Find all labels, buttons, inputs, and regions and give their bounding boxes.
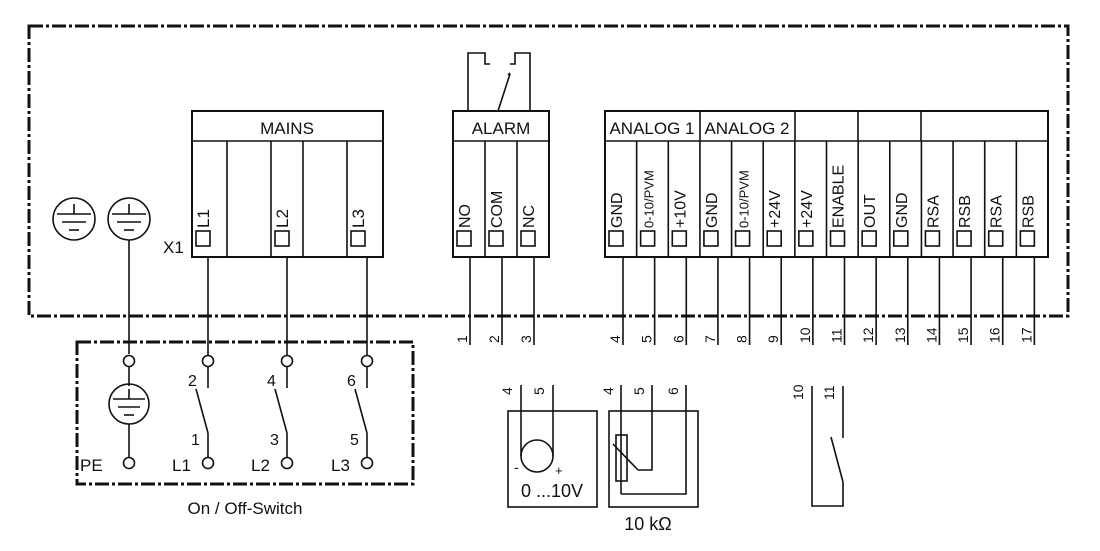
terminal-number: 7	[702, 335, 718, 343]
control-terminal-7-label: GND	[704, 192, 721, 228]
pe-label: PE	[80, 456, 103, 475]
control-terminal-16-square	[987, 230, 1004, 247]
alarm-relay-contact	[467, 52, 531, 112]
control-terminal-9-label: +24V	[767, 190, 784, 228]
switch-pole-l2: 4 3L2	[251, 354, 294, 475]
vs-pin-5: 5	[531, 387, 547, 395]
switch-bottom-pin: 1	[191, 432, 200, 449]
connector-label: X1	[163, 238, 184, 257]
alarm-terminal-no-square	[456, 230, 472, 247]
pot-pin-6: 6	[665, 387, 681, 395]
terminal-number: 3	[518, 335, 534, 343]
control-terminal-12-square	[861, 230, 877, 247]
switch-top-pin: 2	[188, 373, 197, 390]
terminal-number: 14	[923, 327, 939, 343]
on-off-switch-outline	[75, 340, 415, 486]
control-terminal-6-square	[671, 230, 688, 247]
vs-minus: -	[514, 459, 519, 475]
control-terminal-15-label: RSB	[957, 195, 974, 228]
potentiometer-diagram	[608, 385, 699, 508]
alarm-terminal-com-label: COM	[489, 191, 506, 228]
control-terminal-5-square	[639, 230, 656, 247]
terminal-number: 4	[607, 335, 623, 343]
control-terminal-7-square	[703, 230, 719, 247]
terminal-number: 11	[829, 328, 845, 343]
enable-pin-10: 10	[790, 384, 806, 400]
switch-pole-l1: 2 1L1	[172, 354, 215, 475]
control-terminal-15-square	[956, 230, 972, 247]
alarm-terminal-nc-square	[520, 230, 536, 247]
terminal-number: 2	[486, 335, 502, 343]
control-terminal-12-label: OUT	[862, 194, 879, 228]
switch-caption: On / Off-Switch	[188, 499, 303, 518]
control-terminal-4-label: GND	[609, 192, 626, 228]
terminal-number: 6	[670, 335, 686, 343]
earth-symbol-1	[52, 197, 96, 241]
vs-pin-4: 4	[499, 387, 515, 395]
switch-input-label: L1	[172, 456, 191, 475]
switch-bottom-pin: 3	[270, 432, 279, 449]
enable-pin-11: 11	[821, 385, 837, 400]
control-terminal-14-label: RSA	[925, 195, 942, 228]
alarm-terminal-nc-label: NC	[521, 205, 538, 228]
terminal-number: 10	[797, 327, 813, 343]
control-terminal-13-label: GND	[894, 192, 911, 228]
terminal-number: 9	[765, 335, 781, 343]
control-terminal-14-square	[924, 230, 941, 247]
mains-terminal-l2-label: L2	[273, 209, 292, 228]
terminal-number: 5	[639, 335, 655, 343]
switch-input-label: L3	[331, 456, 350, 475]
group-analog-1: ANALOG 1	[609, 119, 694, 138]
alarm-terminal-block: ALARM	[452, 110, 550, 258]
control-terminal-6-label: +10V	[672, 190, 689, 228]
terminal-number: 13	[892, 327, 908, 343]
terminal-number: 8	[734, 335, 750, 343]
pot-value: 10 kΩ	[624, 514, 671, 534]
switch-bottom-pin: 5	[350, 432, 359, 449]
control-terminal-8-square	[734, 230, 751, 247]
control-terminal-17-square	[1019, 230, 1036, 247]
mains-terminal-l1-label: L1	[194, 209, 213, 228]
switch-input-label: L2	[251, 456, 270, 475]
terminal-number: 15	[955, 327, 971, 343]
control-terminal-10-square	[798, 230, 814, 247]
mains-terminal-l3-label: L3	[349, 209, 368, 228]
earth-symbol-2	[107, 197, 151, 241]
pot-pin-5: 5	[631, 387, 647, 395]
mains-terminal-block: MAINS	[191, 110, 384, 258]
control-terminal-9-square	[766, 230, 783, 247]
control-terminal-8-label: 0-10/PVM	[737, 170, 752, 228]
alarm-title: ALARM	[472, 119, 531, 138]
group-analog-2: ANALOG 2	[704, 119, 789, 138]
control-terminal-13-square	[892, 230, 909, 247]
enable-switch-diagram	[811, 386, 844, 507]
switch-top-pin: 6	[347, 373, 356, 390]
alarm-terminal-com-square	[488, 230, 504, 247]
switch-pole-l3: 6 5L3	[331, 354, 374, 475]
mains-title: MAINS	[260, 119, 314, 138]
control-terminal-5-label: 0-10/PVM	[642, 170, 657, 228]
terminal-number: 17	[1018, 327, 1034, 343]
control-terminal-4-square	[608, 230, 624, 247]
terminal-number: 16	[987, 327, 1003, 343]
device-enclosure-outline	[27, 24, 1070, 318]
vs-plus: +	[555, 463, 563, 478]
mains-terminal-l1-square	[195, 230, 211, 247]
alarm-terminal-no-label: NO	[457, 204, 474, 228]
mains-terminal-l3-square	[350, 230, 366, 247]
vs-range: 0 ...10V	[521, 481, 583, 501]
switch-top-pin: 4	[267, 373, 276, 390]
terminal-number: 1	[454, 335, 470, 343]
terminal-number: 12	[860, 327, 876, 343]
control-terminal-11-label: ENABLE	[831, 165, 848, 228]
control-terminal-16-label: RSA	[989, 195, 1006, 228]
pot-pin-4: 4	[600, 387, 616, 395]
control-terminal-10-label: +24V	[799, 190, 816, 228]
control-terminal-11-square	[829, 230, 846, 247]
pe-switch-path	[108, 354, 150, 470]
voltage-source-diagram	[507, 385, 598, 508]
control-terminal-17-label: RSB	[1020, 195, 1037, 228]
mains-terminal-l2-square	[274, 230, 290, 247]
